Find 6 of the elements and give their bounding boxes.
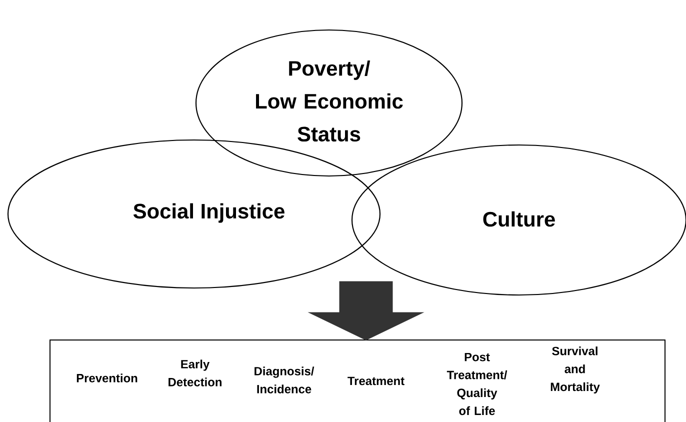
ellipse bbox=[195, 29, 463, 177]
block-arrow bbox=[308, 281, 424, 340]
node-label: Social Injustice bbox=[133, 203, 284, 223]
node-label: Culture bbox=[483, 211, 555, 227]
node-label: Poverty/ Low Economic Status bbox=[256, 60, 403, 142]
stage-box: Prevention Early Detection Diagnosis/ Incidence Treatment Post Treatment/ Quality of Life Survival and Mortality bbox=[50, 340, 666, 422]
